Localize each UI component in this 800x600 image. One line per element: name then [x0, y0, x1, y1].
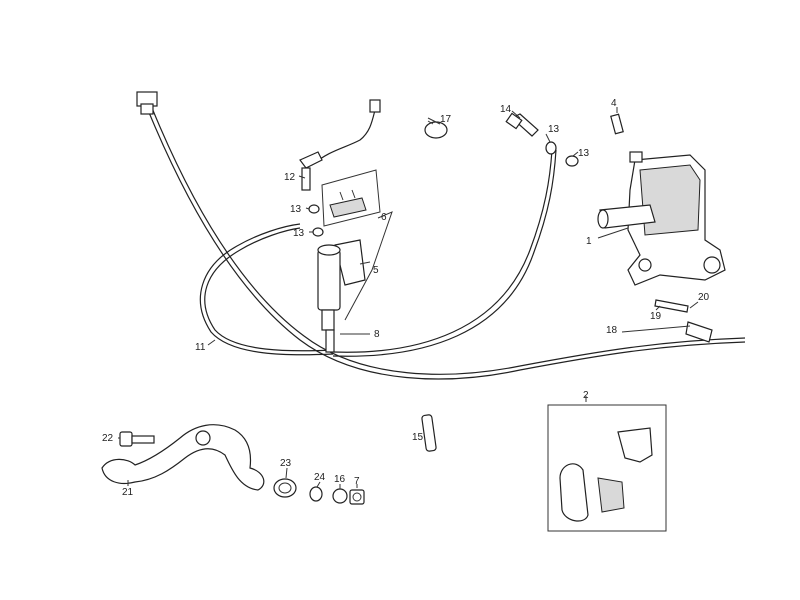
callout-20: 20	[698, 292, 710, 303]
callout-13-mid: 13	[290, 204, 302, 215]
washer-16	[332, 488, 348, 504]
washer-13-mid	[308, 204, 320, 214]
callout-13-low: 13	[293, 228, 305, 239]
callout-18: 18	[606, 325, 618, 336]
cable-connector-sleeve	[140, 103, 154, 115]
callout-labels: 1 2 4 5 6 7 8 11 12 13 13 13 13 14 15 16…	[102, 98, 710, 498]
washer-13-low	[312, 227, 324, 237]
washer-13-upper	[545, 141, 557, 155]
banjo-bolt-14	[505, 112, 539, 137]
callout-4: 4	[611, 98, 617, 109]
callout-24: 24	[314, 472, 326, 483]
bolt-19	[654, 299, 689, 313]
master-cylinder-5	[317, 239, 366, 331]
push-rod-8	[325, 329, 335, 353]
callout-22: 22	[102, 433, 114, 444]
reservoir-cap	[329, 197, 367, 218]
callout-15: 15	[412, 432, 424, 443]
brake-pad-left	[559, 463, 589, 522]
cable-11	[136, 91, 746, 380]
callout-12: 12	[284, 172, 296, 183]
bleeder-valve-4	[610, 113, 624, 135]
brake-pedal-21	[101, 424, 265, 491]
callout-16: 16	[334, 474, 346, 485]
brake-caliper-1	[597, 151, 726, 286]
callout-8: 8	[374, 329, 380, 340]
brake-pads-box-2	[547, 404, 667, 532]
callout-21: 21	[122, 487, 134, 498]
bolt-22	[119, 431, 155, 447]
callout-19: 19	[650, 311, 662, 322]
callout-11: 11	[195, 342, 206, 353]
callout-13-right: 13	[578, 148, 590, 159]
callout-5: 5	[373, 265, 379, 276]
callout-23: 23	[280, 458, 292, 469]
callout-13-upper: 13	[548, 124, 560, 135]
sensor-wire-12	[299, 99, 381, 191]
sensor-plug	[369, 99, 381, 113]
hose-clip-17	[424, 117, 448, 139]
callout-17: 17	[440, 114, 452, 125]
callout-14: 14	[500, 104, 512, 115]
brake-pad-right	[597, 477, 625, 513]
pin-15	[421, 414, 437, 452]
pad-spring	[617, 427, 653, 463]
callout-6: 6	[381, 212, 387, 223]
callout-1: 1	[586, 236, 592, 247]
sensor-body	[301, 167, 311, 191]
callout-2: 2	[583, 390, 589, 401]
pads-frame	[547, 404, 667, 532]
sensor-20	[685, 321, 713, 343]
callout-7: 7	[354, 476, 360, 487]
leader-lines	[118, 107, 699, 489]
nut-7	[349, 489, 365, 505]
sensor-switch	[299, 151, 323, 169]
reservoir-cap-box-6	[321, 169, 381, 227]
brake-hose-18	[199, 149, 557, 357]
spring-23	[273, 478, 297, 498]
washer-13-right	[565, 155, 579, 167]
washer-24	[309, 486, 323, 502]
